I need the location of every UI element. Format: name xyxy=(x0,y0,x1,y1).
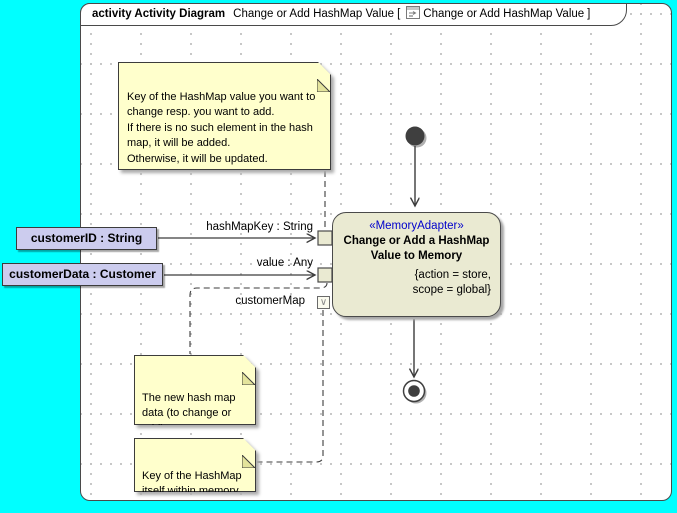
frame-bracket-open: [ xyxy=(397,8,401,20)
value-pin-glyph: ∨ xyxy=(319,297,328,308)
frame-bracket-close: ] xyxy=(587,8,591,20)
frame-diagram-name: Change or Add HashMap Value xyxy=(233,8,395,20)
pin-label-customer-map[interactable]: customerMap xyxy=(235,295,305,307)
note-text: The new hash map data (to change or add)… xyxy=(142,391,236,419)
parameter-label: customerID : String xyxy=(30,231,143,245)
note-fold-corner-icon xyxy=(242,356,255,369)
pin-customer-map[interactable]: ∨ xyxy=(317,296,330,309)
action-constraint: {action = store, scope = global} xyxy=(412,269,491,296)
action-name: Change or Add a HashMap Value to Memory xyxy=(343,235,490,262)
note-hash-map-key[interactable]: Key of the HashMap value you want to cha… xyxy=(118,62,331,170)
parameter-node-customer-id[interactable]: customerID : String xyxy=(16,227,157,250)
activity-diagram-icon xyxy=(406,6,421,25)
frame-ref-name: Change or Add HashMap Value xyxy=(423,8,585,20)
pin-label-value[interactable]: value : Any xyxy=(256,257,313,269)
note-fold-corner-icon xyxy=(242,439,255,452)
note-fold-corner-icon xyxy=(317,63,330,76)
note-memory-key[interactable]: Key of the HashMap itself within memory. xyxy=(134,438,256,492)
parameter-node-customer-data[interactable]: customerData : Customer xyxy=(2,263,163,286)
frame-title[interactable]: activity Activity Diagram Change or Add H… xyxy=(80,3,627,26)
parameter-label: customerData : Customer xyxy=(9,267,156,281)
action-stereotype: «MemoryAdapter» xyxy=(369,220,464,232)
pin-label-hash-map-key[interactable]: hashMapKey : String xyxy=(206,221,313,233)
action-node-memory-adapter[interactable]: «MemoryAdapter» Change or Add a HashMap … xyxy=(332,212,501,317)
note-new-data[interactable]: The new hash map data (to change or add)… xyxy=(134,355,256,425)
note-text: Key of the HashMap value you want to cha… xyxy=(127,90,316,165)
frame-keyword: activity Activity Diagram xyxy=(92,8,226,20)
